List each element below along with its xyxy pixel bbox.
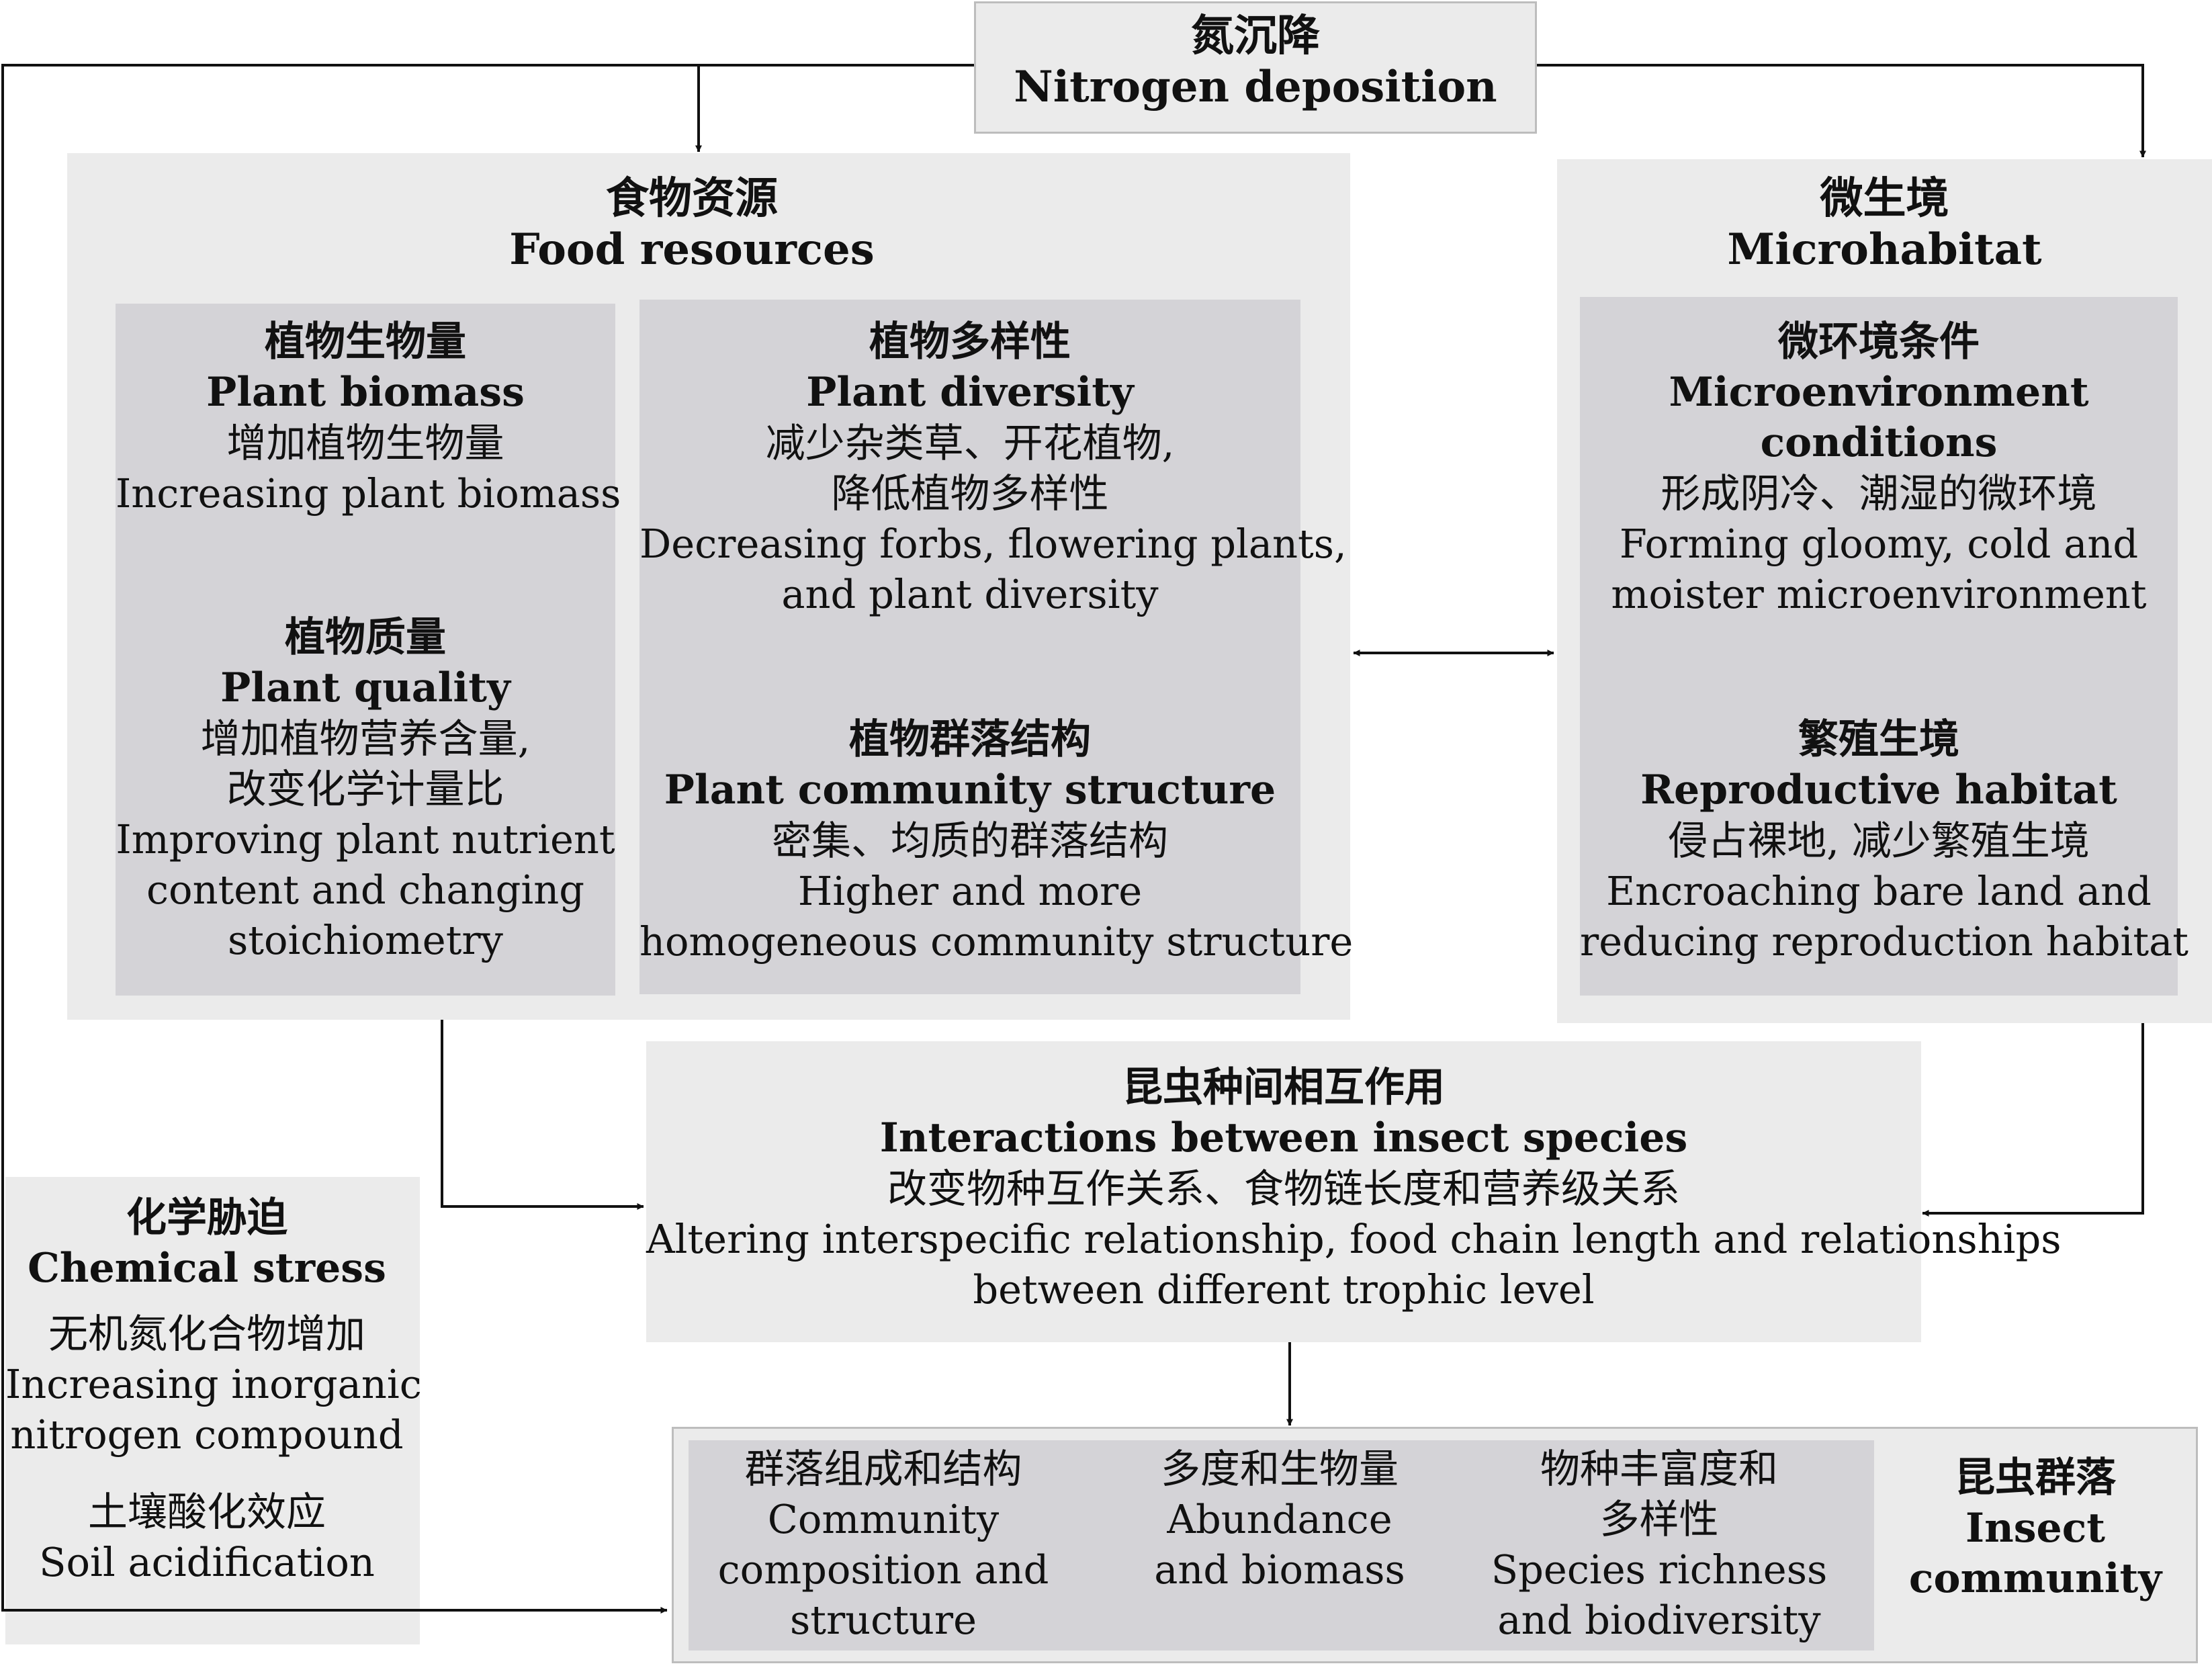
microenvironment-block: 微环境条件 Microenvironment conditions 形成阴冷、潮… — [1580, 317, 2178, 619]
plant-quality-desc-en-1: Improving plant nutrient — [116, 816, 615, 863]
chemical-item1-zh: 无机氮化合物增加 — [48, 1311, 365, 1357]
plant-quality-block: 植物质量 Plant quality 增加植物营养含量, 改变化学计量比 Imp… — [116, 613, 615, 965]
plant-community-desc-zh: 密集、均质的群落结构 — [771, 818, 1168, 864]
connector-nitrogen-left-loop — [1, 64, 974, 1614]
arrow-food-to-interactions — [441, 1020, 644, 1210]
plant-diversity-desc-zh-2: 降低植物多样性 — [831, 470, 1109, 517]
plant-diversity-title-en: Plant diversity — [806, 369, 1134, 416]
plant-diversity-desc-en-2: and plant diversity — [781, 571, 1159, 617]
food-title-en: Food resources — [509, 224, 875, 275]
col2-en-1: Abundance — [1167, 1496, 1392, 1542]
insect-title-en-1: Insect — [1965, 1505, 2105, 1552]
plant-quality-desc-zh-1: 增加植物营养含量, — [200, 715, 531, 762]
microhabitat-title: 微生境 Microhabitat — [1557, 173, 2212, 275]
plant-diversity-community-box — [639, 300, 1300, 994]
plant-quality-desc-en-3: stoichiometry — [228, 917, 503, 963]
microhabitat-inner-box — [1580, 297, 2178, 996]
plant-biomass-desc-en: Increasing plant biomass — [116, 470, 621, 517]
food-title-zh: 食物资源 — [606, 173, 778, 224]
plant-community-block: 植物群落结构 Plant community structure 密集、均质的群… — [639, 715, 1354, 967]
plant-quality-title-en: Plant quality — [220, 664, 511, 711]
food-resources-title: 食物资源 Food resources — [376, 173, 1008, 275]
plant-community-title-zh: 植物群落结构 — [849, 716, 1091, 763]
plant-diversity-desc-en-1: Decreasing forbs, flowering plants, — [639, 521, 1347, 567]
arrow-microhabitat-to-interactions — [1922, 1023, 2144, 1217]
insect-interactions-block: 昆虫种间相互作用 Interactions between insect spe… — [646, 1063, 2062, 1315]
plant-community-desc-en-2: homogeneous community structure — [639, 918, 1354, 965]
col3-en-1: Species richness — [1491, 1546, 1828, 1593]
insect-title-en-2: community — [1908, 1555, 2162, 1602]
reproductive-title-en: Reproductive habitat — [1640, 766, 2117, 814]
col1-zh: 群落组成和结构 — [744, 1446, 1022, 1492]
reproductive-habitat-block: 繁殖生境 Reproductive habitat 侵占裸地, 减少繁殖生境 E… — [1580, 715, 2189, 967]
reproductive-desc-en-2: reducing reproduction habitat — [1580, 918, 2189, 965]
nitrogen-title-en: Nitrogen deposition — [1014, 62, 1497, 112]
insect-community-col1: 群落组成和结构 Community composition and struct… — [689, 1444, 1078, 1645]
chemical-stress-box — [5, 1177, 420, 1644]
reproductive-desc-zh: 侵占裸地, 减少繁殖生境 — [1668, 818, 2090, 864]
plant-diversity-block: 植物多样性 Plant diversity 减少杂类草、开花植物, 降低植物多样… — [639, 317, 1347, 619]
interactions-desc-en-1: Altering interspecific relationship, foo… — [646, 1216, 2062, 1262]
col1-en-1: Community — [767, 1496, 1000, 1542]
col3-en-2: and biodiversity — [1497, 1597, 1821, 1643]
plant-quality-desc-zh-2: 改变化学计量比 — [226, 766, 504, 812]
plant-diversity-title-zh: 植物多样性 — [869, 318, 1071, 365]
chemical-item2-en: Soil acidification — [39, 1539, 375, 1585]
plant-biomass-title-zh: 植物生物量 — [265, 318, 466, 365]
plant-quality-desc-en-2: content and changing — [146, 867, 584, 913]
nitrogen-deposition-label: 氮沉降 Nitrogen deposition — [974, 11, 1537, 113]
microenvironment-title-en-1: Microenvironment — [1669, 369, 2089, 416]
chemical-title-zh: 化学胁迫 — [126, 1194, 287, 1241]
col3-zh-1: 物种丰富度和 — [1540, 1446, 1778, 1492]
microenvironment-title-zh: 微环境条件 — [1778, 318, 1980, 365]
col3-zh-2: 多样性 — [1599, 1496, 1719, 1542]
chemical-item2-zh: 土壤酸化效应 — [87, 1489, 326, 1535]
insect-community-title: 昆虫群落 Insect community — [1874, 1453, 2197, 1604]
insect-community-col2: 多度和生物量 Abundance and biomass — [1085, 1444, 1474, 1595]
microenvironment-desc-zh: 形成阴冷、潮湿的微环境 — [1661, 470, 2097, 517]
plant-community-title-en: Plant community structure — [664, 766, 1276, 814]
plant-quality-title-zh: 植物质量 — [285, 614, 446, 661]
nitrogen-deposition-box — [974, 1, 1537, 134]
chemical-stress-block: 化学胁迫 Chemical stress 无机氮化合物增加 Increasing… — [5, 1193, 422, 1587]
interactions-title-zh: 昆虫种间相互作用 — [1122, 1064, 1445, 1111]
microenvironment-desc-en-2: moister microenvironment — [1611, 571, 2147, 617]
chemical-title-en: Chemical stress — [28, 1245, 386, 1292]
plant-diversity-desc-zh-1: 减少杂类草、开花植物, — [765, 420, 1175, 466]
interactions-desc-en-2: between different trophic level — [973, 1266, 1595, 1313]
insect-community-inner-box — [689, 1440, 1874, 1651]
plant-community-desc-en-1: Higher and more — [797, 868, 1143, 914]
col1-en-3: structure — [789, 1597, 977, 1643]
col2-zh: 多度和生物量 — [1160, 1446, 1399, 1492]
chemical-item1-en-1: Increasing inorganic — [5, 1361, 422, 1407]
plant-biomass-desc-zh: 增加植物生物量 — [226, 420, 504, 466]
microenvironment-desc-en-1: Forming gloomy, cold and — [1619, 521, 2139, 567]
plant-biomass-block: 植物生物量 Plant biomass 增加植物生物量 Increasing p… — [116, 317, 621, 519]
nitrogen-title-zh: 氮沉降 — [1191, 11, 1320, 61]
arrow-nitrogen-to-microhabitat — [1537, 64, 2146, 158]
col1-en-2: composition and — [717, 1546, 1049, 1593]
chemical-item1-en-2: nitrogen compound — [10, 1411, 404, 1458]
col2-en-2: and biomass — [1154, 1546, 1405, 1593]
reproductive-desc-en-1: Encroaching bare land and — [1606, 868, 2152, 914]
insect-community-col3: 物种丰富度和 多样性 Species richness and biodiver… — [1471, 1444, 1847, 1645]
interactions-desc-zh: 改变物种互作关系、食物链长度和营养级关系 — [887, 1166, 1680, 1212]
microhabitat-title-zh: 微生境 — [1820, 173, 1949, 224]
insect-interactions-box — [646, 1041, 1921, 1342]
microenvironment-title-en-2: conditions — [1760, 419, 1998, 466]
microhabitat-title-en: Microhabitat — [1727, 224, 2042, 275]
insect-title-zh: 昆虫群落 — [1955, 1454, 2116, 1501]
reproductive-title-zh: 繁殖生境 — [1798, 716, 1959, 763]
plant-biomass-quality-box — [116, 304, 615, 996]
plant-biomass-title-en: Plant biomass — [206, 369, 525, 416]
interactions-title-en: Interactions between insect species — [879, 1114, 1688, 1161]
